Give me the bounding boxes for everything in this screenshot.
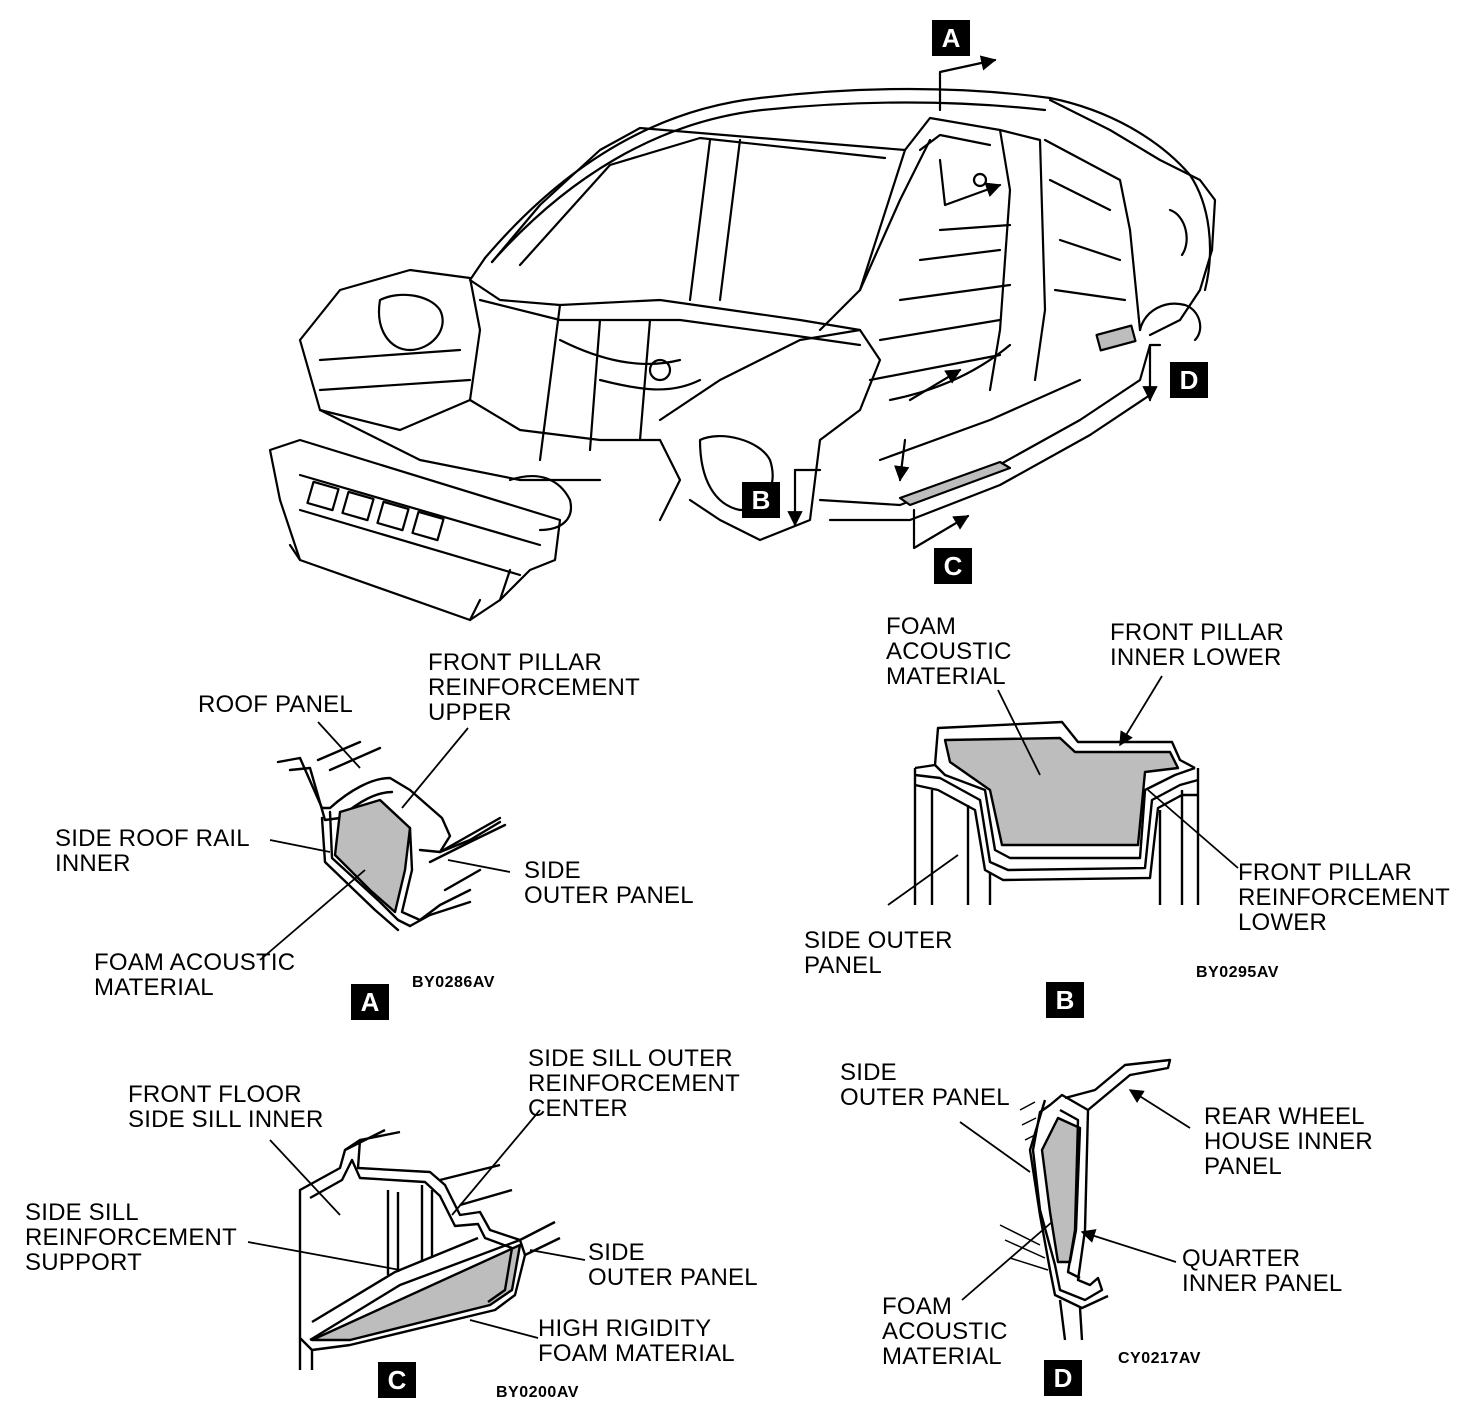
section-marker-b: B [742,482,780,518]
section-a-foam [333,798,412,914]
section-a-label-side-outer-panel: SIDE OUTER PANEL [524,857,694,909]
section-a-label-front-pillar-reinforcement-upper: FRONT PILLAR REINFORCEMENT UPPER [428,649,640,726]
section-a-code: BY0286AV [412,974,495,991]
section-a-label-roof-panel: ROOF PANEL [198,691,353,718]
section-c-label-side-sill-reinforcement-support: SIDE SILL REINFORCEMENT SUPPORT [25,1199,237,1276]
section-a-label-foam-acoustic: FOAM ACOUSTIC MATERIAL [94,949,296,1001]
section-marker-c: C [934,548,972,584]
section-d-label-foam-acoustic: FOAM ACOUSTIC MATERIAL [882,1293,1008,1370]
section-b-badge: B [1046,982,1084,1018]
section-b-label-foam-acoustic: FOAM ACOUSTIC MATERIAL [886,613,1012,690]
section-c-label-side-outer-panel: SIDE OUTER PANEL [588,1239,758,1291]
section-b-code: BY0295AV [1196,964,1279,981]
section-d-label-rear-wheel-house-inner-panel: REAR WHEEL HOUSE INNER PANEL [1204,1103,1373,1180]
car-body-overview-illustration [268,55,1217,622]
section-b-foam [943,736,1180,847]
section-marker-a: A [932,20,970,56]
section-b-label-front-pillar-reinforcement-lower: FRONT PILLAR REINFORCEMENT LOWER [1238,859,1450,936]
section-d-foam [1040,1116,1082,1264]
section-a-badge: A [351,984,389,1020]
section-d-label-side-outer-panel: SIDE OUTER PANEL [840,1059,1010,1111]
section-d-code: CY0217AV [1118,1350,1201,1367]
section-c-label-high-rigidity-foam: HIGH RIGIDITY FOAM MATERIAL [538,1315,735,1367]
section-c-foam [310,1243,522,1342]
section-c-badge: C [378,1362,416,1398]
section-b-label-side-outer-panel: SIDE OUTER PANEL [804,927,953,979]
section-c-label-side-sill-outer-reinforcement-center: SIDE SILL OUTER REINFORCEMENT CENTER [528,1045,740,1122]
section-d-label-quarter-inner-panel: QUARTER INNER PANEL [1182,1245,1343,1297]
section-b-label-front-pillar-inner-lower: FRONT PILLAR INNER LOWER [1110,619,1284,671]
section-c-code: BY0200AV [496,1384,579,1401]
section-a-label-side-roof-rail-inner: SIDE ROOF RAIL INNER [55,825,250,877]
section-d-badge: D [1044,1360,1082,1396]
section-c-label-front-floor-side-sill-inner: FRONT FLOOR SIDE SILL INNER [128,1081,324,1133]
section-marker-d: D [1170,362,1208,398]
